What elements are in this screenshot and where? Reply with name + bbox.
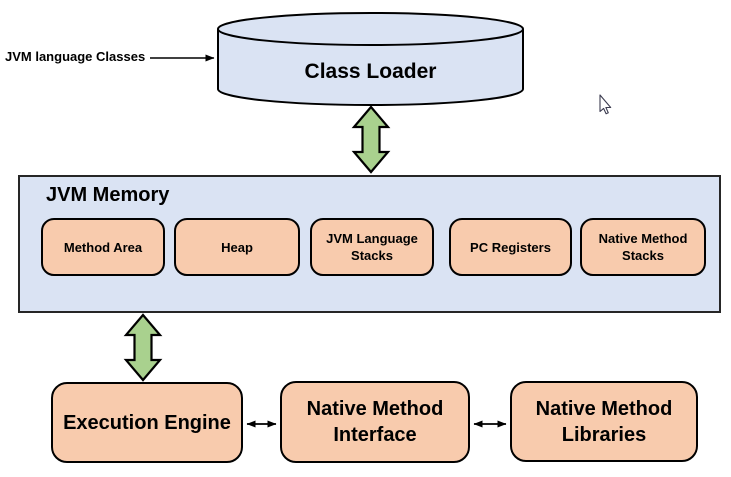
native-method-libraries-box: Native Method Libraries — [510, 381, 698, 462]
memory-component-native-method-stacks: Native Method Stacks — [580, 218, 706, 276]
jvm-memory-title: JVM Memory — [46, 184, 170, 206]
memory-component-method-area: Method Area — [41, 218, 165, 276]
classloader-memory-bidirectional-arrow-icon — [351, 105, 391, 174]
jvm-memory-container: JVM Memory Method Area Heap JVM Language… — [18, 175, 721, 313]
mouse-cursor-icon — [599, 94, 612, 115]
execution-engine-box: Execution Engine — [51, 382, 243, 463]
memory-component-heap: Heap — [174, 218, 300, 276]
memory-component-pc-registers: PC Registers — [449, 218, 572, 276]
class-loader-cylinder — [217, 12, 524, 106]
jvm-language-classes-label: JVM language Classes — [5, 49, 146, 64]
native-method-interface-box: Native Method Interface — [280, 381, 470, 463]
memory-component-jvm-language-stacks: JVM Language Stacks — [310, 218, 434, 276]
memory-execution-bidirectional-arrow-icon — [123, 313, 163, 382]
class-loader-label: Class Loader — [304, 60, 437, 83]
